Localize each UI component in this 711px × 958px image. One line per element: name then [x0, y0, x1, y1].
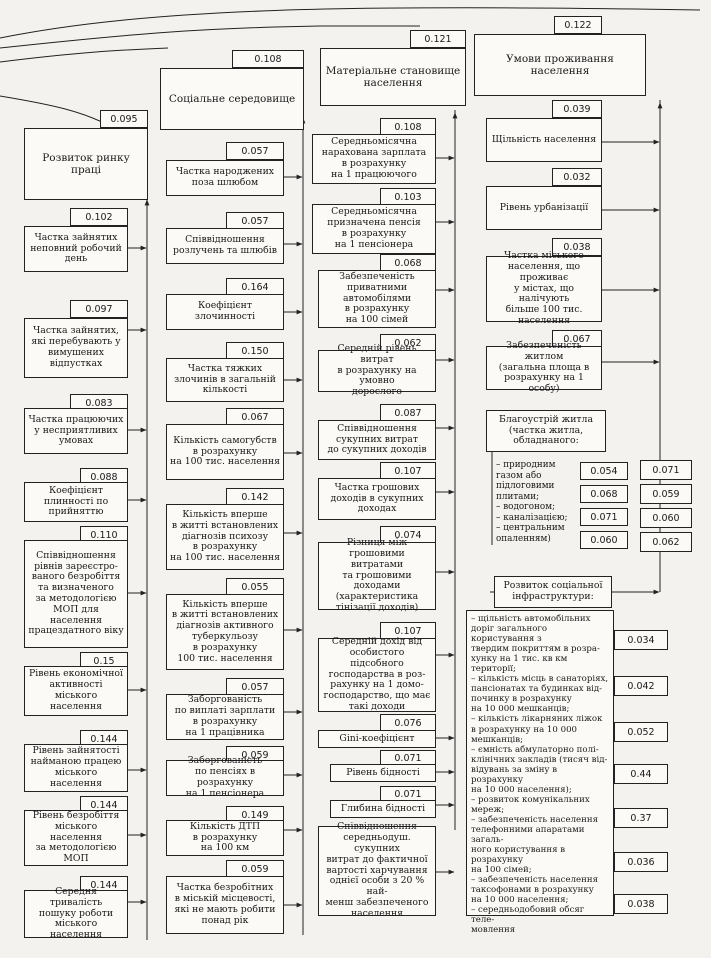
- m8-node: Середній дохід від особистого підсобного…: [318, 636, 436, 712]
- social-connectors: [283, 174, 303, 908]
- l4-node: Коефіцієнт плинності по прийняттю: [24, 482, 128, 522]
- top-sweep-line-2: [0, 25, 420, 49]
- u2-node: Рівень урбанізації: [486, 186, 602, 230]
- u5-node: Благоустрій житла (частка житла, обладна…: [486, 410, 606, 452]
- infra-w1: 0.042: [614, 676, 668, 696]
- m4-node: Середній рівень витрат в розрахунку на у…: [318, 343, 436, 397]
- m2-node: Середньомісячна призначена пенсія в розр…: [312, 204, 436, 254]
- infra-w5: 0.036: [614, 852, 668, 872]
- u4-node: Забезпеченість житлом (загальна площа в …: [486, 340, 602, 394]
- housing-weight: 0.122: [554, 16, 602, 34]
- m3-node: Забезпеченість приватними автомобілями в…: [318, 270, 436, 328]
- labour-market-node: Розвиток ринку праці: [24, 128, 148, 200]
- social-environment-node: Соціальне середовище: [160, 68, 304, 130]
- social-weight: 0.108: [232, 50, 304, 68]
- l9-node: Середня тривалість пошуку роботи міськог…: [24, 886, 128, 940]
- l1-weight: 0.102: [70, 208, 128, 226]
- s8-node: Заборгованість по виплаті зарплати в роз…: [166, 694, 284, 740]
- u3-weight: 0.038: [552, 238, 602, 256]
- l2-weight: 0.097: [70, 300, 128, 318]
- l1-node: Частка зайнятих неповний робочий день: [24, 226, 128, 272]
- material-status-node: Матеріальне становище населення: [320, 48, 466, 106]
- l7-node: Рівень зайнятості найманою працею місько…: [24, 744, 128, 792]
- m7-node: Різниця між грошовими витратами та грошо…: [318, 537, 436, 613]
- s4-node: Частка тяжких злочинів в загальній кільк…: [166, 358, 284, 402]
- infra-w2: 0.052: [614, 722, 668, 742]
- s2-node: Співвідношення розлучень та шлюбів: [166, 228, 284, 264]
- u6-node: Розвиток соціальної інфраструктури:: [494, 576, 612, 608]
- living-conditions-node: Умови проживання населення: [474, 34, 646, 96]
- l9-weight: 0.144: [80, 876, 128, 894]
- amenity-c1-1: 0.068: [580, 485, 628, 503]
- infra-w4: 0.37: [614, 808, 668, 828]
- top-sweep-line-1: [0, 7, 701, 39]
- s1-node: Частка народжених поза шлюбом: [166, 160, 284, 196]
- infra-w6: 0.038: [614, 894, 668, 914]
- s1-weight: 0.057: [226, 142, 284, 160]
- amenity-c1-2: 0.071: [580, 508, 628, 526]
- u1-node: Щільність населення: [486, 118, 602, 162]
- l2-node: Частка зайнятих, які перебувають у вимуш…: [24, 318, 128, 378]
- amenity-c1-3: 0.060: [580, 531, 628, 549]
- material-weight: 0.121: [410, 30, 466, 48]
- m9-node: Gini-коефіцієнт: [318, 730, 436, 748]
- material-connectors: [435, 155, 455, 875]
- m12-node: Співвідношення середньодуш. сукупних вит…: [318, 822, 436, 919]
- m1-node: Середньомісячна нарахована зарплата в ро…: [312, 134, 436, 184]
- s9-node: Заборгованість по пенсіях в розрахунку н…: [166, 756, 284, 799]
- u3-node: Частка міського населення, що проживає у…: [486, 250, 602, 326]
- amenity-c2-3: 0.062: [640, 532, 692, 552]
- m5-node: Співвідношення сукупних витрат до сукупн…: [318, 420, 436, 460]
- amenity-list: – природним газом або підлоговими плитам…: [496, 460, 568, 544]
- m8-weight: 0.107: [380, 622, 436, 640]
- u1-weight: 0.039: [552, 100, 602, 118]
- s6-node: Кількість вперше в житті встановлених ді…: [166, 504, 284, 570]
- l6-node: Рівень економічної активності міського н…: [24, 666, 128, 716]
- s11-node: Частка безробітних в міській місцевості,…: [166, 876, 284, 934]
- u2-weight: 0.032: [552, 168, 602, 186]
- amenity-c2-2: 0.060: [640, 508, 692, 528]
- amenity-c2-0: 0.071: [640, 460, 692, 480]
- infra-w0: 0.034: [614, 630, 668, 650]
- infrastructure-list: – щільність автомобільних доріг загально…: [466, 610, 614, 935]
- m6-node: Частка грошових доходів в сукупних доход…: [318, 478, 436, 520]
- infra-w3: 0.44: [614, 764, 668, 784]
- s7-node: Кількість вперше в житті встановлених ді…: [166, 594, 284, 670]
- top-sweep-line-3: [0, 47, 169, 63]
- l3-node: Частка працюючих у несприятливих умовах: [24, 408, 128, 454]
- m10-node: Рівень бідності: [330, 764, 436, 782]
- labour-connectors: [128, 245, 147, 905]
- l8-node: Рівень безробіття міського населення за …: [24, 810, 128, 866]
- amenity-c2-1: 0.059: [640, 484, 692, 504]
- m11-node: Глибина бідності: [330, 800, 436, 818]
- amenity-c1-0: 0.054: [580, 462, 628, 480]
- labour-weight: 0.095: [100, 110, 148, 128]
- l5-node: Співвідношення рівнів зареєстро- ваного …: [24, 540, 128, 648]
- s3-node: Коефіцієнт злочинності: [166, 294, 284, 330]
- top-sweep-line-4: [0, 95, 103, 123]
- s5-node: Кількість самогубств в розрахунку на 100…: [166, 424, 284, 480]
- s10-node: Кількість ДТП в розрахунку на 100 км: [166, 820, 284, 856]
